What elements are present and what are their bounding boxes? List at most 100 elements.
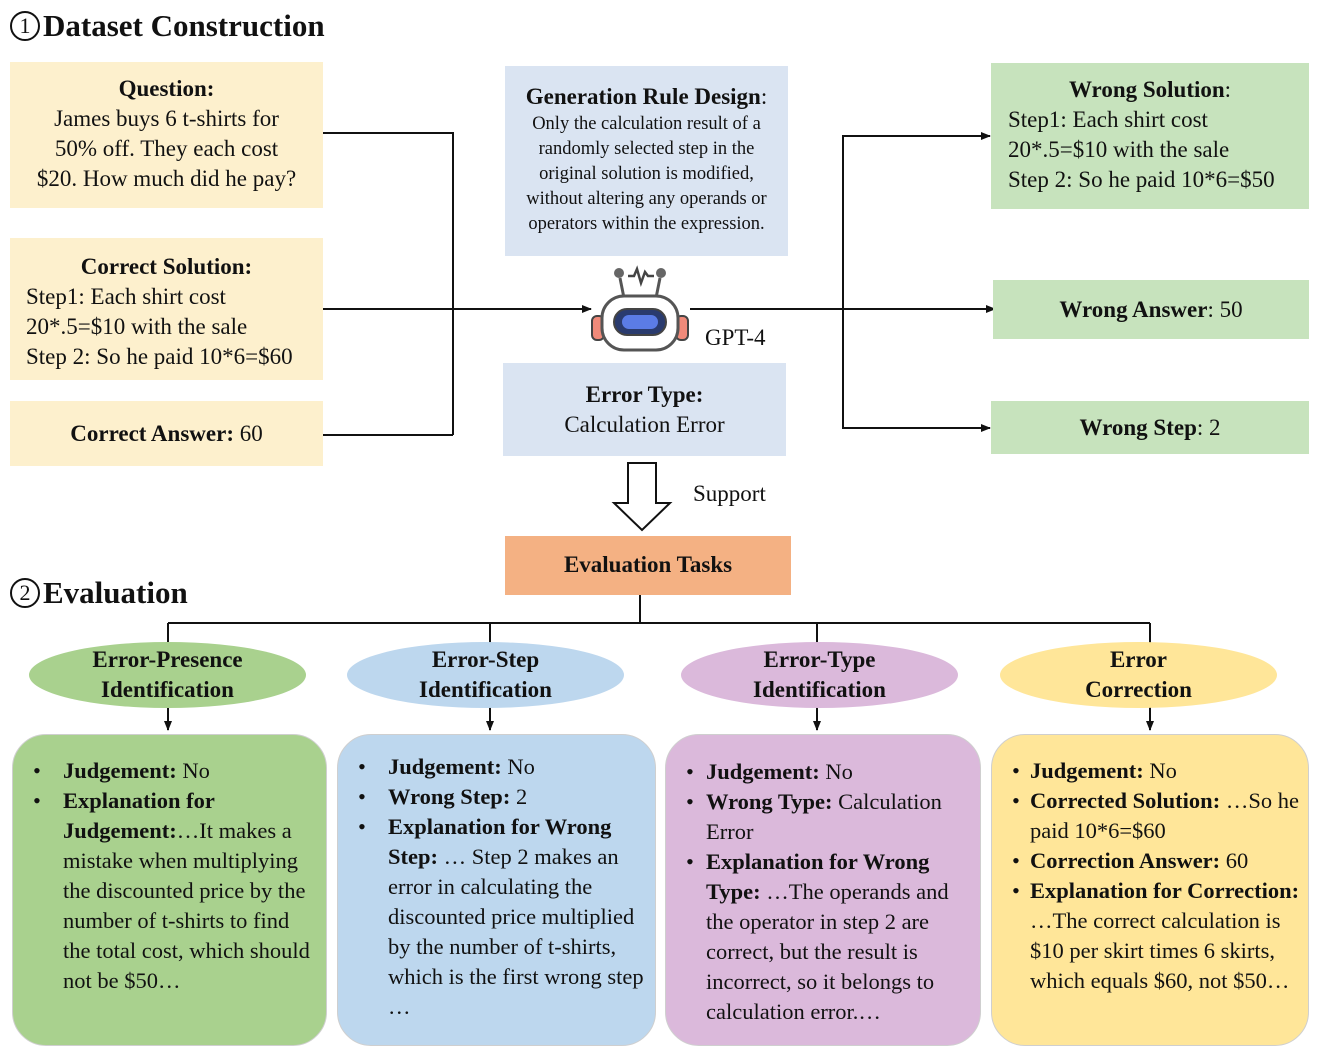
wrong-answer-box: Wrong Answer: 50 (993, 280, 1309, 339)
card-item-text: … Step 2 makes an error in calculating t… (388, 844, 644, 1019)
task-title-line: Identification (419, 677, 552, 702)
task-title-line: Identification (101, 677, 234, 702)
card-bullet: Wrong Step: 2 (338, 782, 655, 812)
question-box: Question: James buys 6 t-shirts for 50% … (10, 62, 323, 208)
wrong-answer-value: : 50 (1207, 297, 1243, 322)
card-item-text: …It makes a mistake when multiplying the… (63, 818, 310, 993)
card-item-text: No (819, 759, 853, 784)
question-line: James buys 6 t-shirts for (54, 106, 279, 131)
card-item-label: Judgement: (1030, 758, 1144, 783)
task-title-line: Correction (1085, 677, 1192, 702)
result-card-error-correction: Judgement: No Corrected Solution: …So he… (991, 734, 1309, 1046)
card-bullet: Corrected Solution: …So he paid 10*6=$60 (992, 786, 1308, 846)
section-number-badge: 1 (10, 11, 40, 41)
section-title-dataset-construction: 1 Dataset Construction (10, 8, 325, 44)
card-bullet: Correction Answer: 60 (992, 846, 1308, 876)
card-item-text: …So he paid 10*6=$60 (1030, 788, 1299, 843)
task-title-line: Error-Presence (92, 647, 243, 672)
error-type-box: Error Type: Calculation Error (503, 363, 786, 456)
correct-solution-box: Correct Solution: Step1: Each shirt cost… (10, 238, 323, 380)
card-bullet: Judgement: No (992, 756, 1308, 786)
question-connector (323, 132, 454, 435)
wrong-solution-line: 20*.5=$10 with the sale (1008, 137, 1230, 162)
card-item-label: Judgement: (706, 759, 820, 784)
card-item-text: 2 (510, 784, 528, 809)
correct-answer-label: Correct Answer: (70, 421, 234, 446)
card-item-text: …The operands and the operator in step 2… (706, 879, 949, 1024)
generation-rule-line: randomly selected step in the (538, 139, 755, 159)
question-line: $20. How much did he pay? (36, 166, 297, 191)
card-item-label: Explanation for Correction: (1030, 878, 1300, 903)
card-item-label: Explanation for Wrong Type: (706, 849, 930, 904)
wrong-solution-line: Step 2: So he paid 10*6=$50 (1008, 167, 1275, 192)
correct-solution-line: 20*.5=$10 with the sale (26, 314, 248, 339)
task-title-line: Identification (753, 677, 886, 702)
wrong-solution-arrow (842, 132, 991, 309)
card-item-label: Wrong Step: (388, 784, 511, 809)
wrong-answer-label: Wrong Answer (1059, 297, 1208, 322)
correct-solution-line: Step 2: So he paid 10*6=$60 (26, 344, 293, 369)
section-title-text: Evaluation (43, 575, 188, 610)
wrong-solution-box: Wrong Solution: Step1: Each shirt cost 2… (991, 63, 1309, 209)
generation-rule-colon: : (760, 84, 768, 109)
support-arrow (611, 462, 673, 532)
card-bullet: Explanation for Wrong Step: … Step 2 mak… (338, 812, 655, 1022)
card-item-text: No (1143, 758, 1177, 783)
correct-solution-line: Step1: Each shirt cost (26, 284, 226, 309)
section-number-badge: 2 (10, 578, 40, 608)
card-item-label: Correction Answer: (1030, 848, 1221, 873)
card-item-label: Judgement: (63, 758, 177, 783)
wrong-solution-label: Wrong Solution (1068, 77, 1225, 102)
card-bullet: Explanation for Judgement:…It makes a mi… (13, 786, 326, 996)
model-name-label: GPT-4 (705, 325, 766, 350)
generation-rule-line: without altering any operands or (526, 189, 767, 209)
generation-rule-box: Generation Rule Design: Only the calcula… (505, 66, 788, 256)
card-item-text: No (501, 754, 535, 779)
wrong-step-label: Wrong Step (1079, 415, 1197, 440)
section-title-evaluation: 2 Evaluation (10, 575, 188, 611)
evaluation-tasks-box: Evaluation Tasks (505, 536, 791, 595)
card-bullet: Wrong Type: Calculation Error (666, 787, 980, 847)
correct-answer-box: Correct Answer: 60 (10, 401, 323, 466)
card-item-label: Judgement: (388, 754, 502, 779)
generation-rule-label: Generation Rule Design (525, 84, 761, 109)
wrong-solution-colon: : (1224, 77, 1232, 102)
error-type-value: Calculation Error (564, 412, 725, 437)
support-label: Support (693, 481, 766, 506)
task-oval-error-type: Error-Type Identification (681, 642, 958, 708)
task-oval-error-correction: Error Correction (1000, 642, 1277, 708)
result-card-error-type: Judgement: No Wrong Type: Calculation Er… (665, 734, 981, 1046)
wrong-step-value: : 2 (1196, 415, 1221, 440)
generation-rule-line: Only the calculation result of a (532, 114, 761, 134)
generation-rule-line: original solution is modified, (539, 164, 754, 184)
card-bullet: Judgement: No (338, 752, 655, 782)
card-item-label: Corrected Solution: (1030, 788, 1221, 813)
task-title-line: Error-Step (431, 647, 540, 672)
task-oval-error-step: Error-Step Identification (347, 642, 624, 708)
robot-icon (591, 265, 689, 352)
card-item-text: No (176, 758, 210, 783)
question-label: Question: (118, 76, 215, 101)
card-item-label: Explanation for Wrong Step: (388, 814, 612, 869)
error-type-label: Error Type: (585, 382, 704, 407)
section-title-text: Dataset Construction (43, 8, 325, 43)
card-item-text: 60 (1220, 848, 1249, 873)
generation-rule-line: operators within the expression. (528, 214, 765, 234)
result-card-error-step: Judgement: No Wrong Step: 2 Explanation … (337, 734, 656, 1046)
card-bullet: Judgement: No (666, 757, 980, 787)
correct-answer-value: 60 (233, 421, 263, 446)
wrong-step-arrow (842, 309, 991, 432)
card-item-label: Wrong Type: (706, 789, 833, 814)
result-card-error-presence: Judgement: No Explanation for Judgement:… (12, 734, 327, 1046)
wrong-step-box: Wrong Step: 2 (991, 401, 1309, 454)
card-item-label: Explanation for Judgement: (63, 788, 215, 843)
question-line: 50% off. They each cost (54, 136, 279, 161)
card-item-text: Calculation Error (706, 789, 942, 844)
task-title-line: Error (1109, 647, 1168, 672)
card-item-text: …The correct calculation is $10 per skir… (1030, 908, 1290, 993)
card-bullet: Explanation for Correction: …The correct… (992, 876, 1308, 996)
card-bullet: Explanation for Wrong Type: …The operand… (666, 847, 980, 1027)
card-bullet: Judgement: No (13, 756, 326, 786)
task-oval-error-presence: Error-Presence Identification (29, 642, 306, 708)
